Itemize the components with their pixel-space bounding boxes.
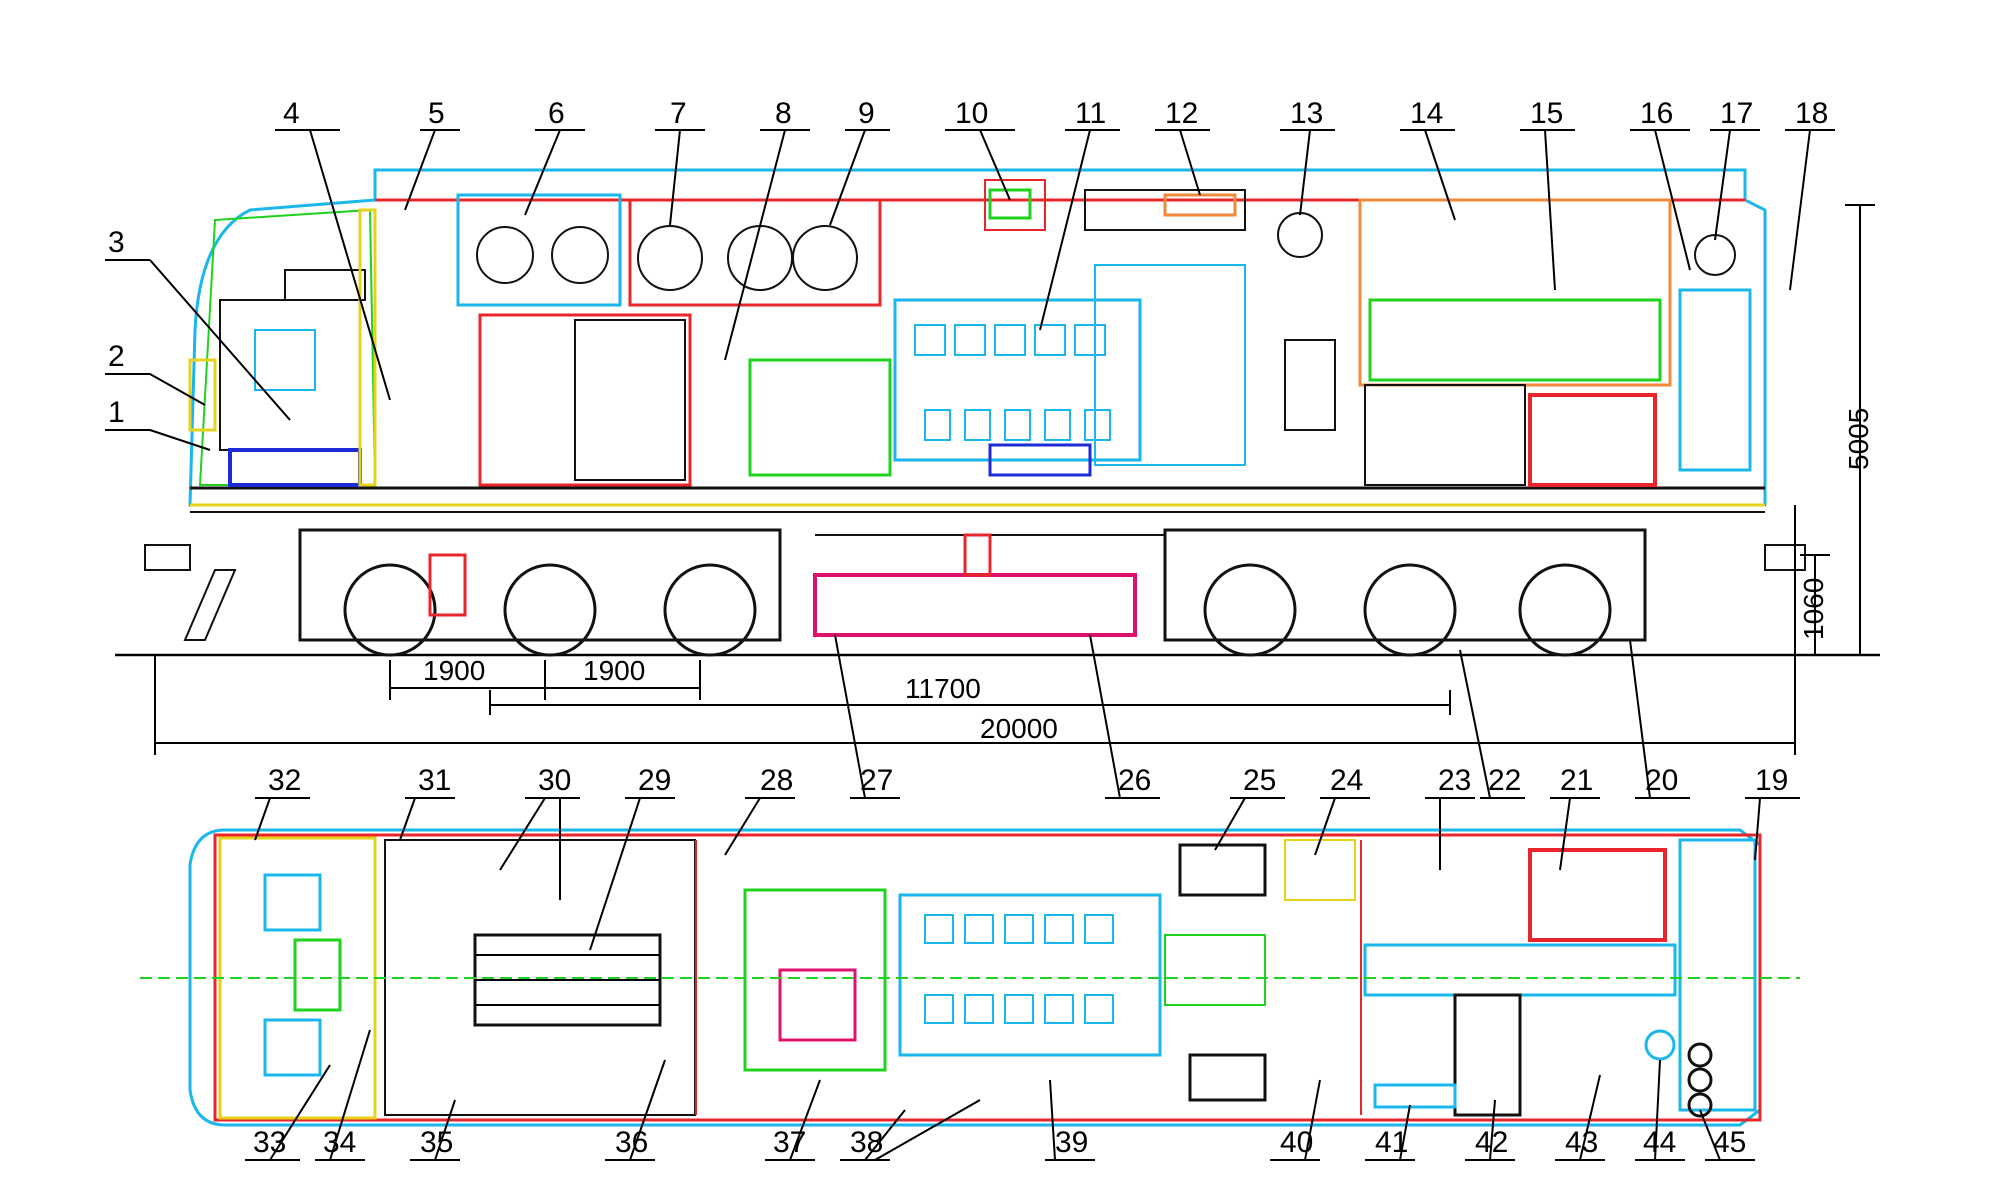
callout-16: 16 [1640, 97, 1673, 130]
callout-10: 10 [955, 97, 988, 130]
callout-5: 5 [428, 97, 445, 130]
cooling-radiator-block [1358, 198, 1672, 387]
callout-32: 32 [268, 764, 301, 797]
callout-28: 28 [760, 764, 793, 797]
fuel-tank [813, 573, 1137, 637]
callout-22: 22 [1488, 764, 1521, 797]
plan-diesel-engine [898, 893, 1162, 1057]
diesel-engine [893, 298, 1142, 462]
front-bogie [298, 528, 782, 657]
cab [188, 208, 377, 487]
rear-bogie [1163, 528, 1647, 657]
callout-11: 11 [1075, 97, 1106, 130]
callout-6: 6 [548, 97, 565, 130]
callout-30: 30 [538, 764, 571, 797]
compressor [1528, 393, 1657, 487]
callout-20: 20 [1645, 764, 1678, 797]
callout-25: 25 [1243, 764, 1276, 797]
side-view [115, 168, 1880, 657]
body-outline [188, 168, 1767, 507]
plan-compressor [1528, 848, 1667, 942]
callout-13: 13 [1290, 97, 1323, 130]
turbocharger-block [1094, 264, 1246, 466]
callout-8: 8 [775, 97, 792, 130]
callout-26: 26 [1118, 764, 1151, 797]
callout-31: 31 [418, 764, 451, 797]
callout-21: 21 [1560, 764, 1593, 797]
callout-44: 44 [1643, 1126, 1676, 1159]
callout-3: 3 [108, 226, 125, 259]
dim-length-total: 20000 [980, 713, 1058, 744]
callout-39: 39 [1055, 1126, 1088, 1159]
callout-9: 9 [858, 97, 875, 130]
dim-axle-2: 1900 [583, 655, 645, 686]
callouts-bottom: 33 34 35 36 37 38 39 40 41 42 43 44 45 [245, 1029, 1755, 1161]
plan-view [140, 828, 1800, 1127]
callout-24: 24 [1330, 764, 1363, 797]
dim-height: 5005 [1843, 408, 1874, 470]
dim-buffer-height: 1060 [1798, 578, 1829, 640]
plan-alternator [743, 888, 887, 1072]
plan-outline [188, 828, 1762, 1127]
callout-18: 18 [1795, 97, 1828, 130]
callout-45: 45 [1713, 1126, 1746, 1159]
callout-27: 27 [860, 764, 893, 797]
callout-7: 7 [670, 97, 687, 130]
dimension-lines: 1900 1900 11700 20000 5005 1060 [154, 204, 1875, 755]
callout-15: 15 [1530, 97, 1563, 130]
callout-23: 23 [1438, 764, 1471, 797]
cooling-fan-block [456, 193, 622, 307]
callout-2: 2 [108, 340, 125, 373]
callout-4: 4 [283, 97, 300, 130]
callout-1: 1 [108, 396, 125, 429]
callout-19: 19 [1755, 764, 1788, 797]
callout-17: 17 [1720, 97, 1753, 130]
callouts-top: 1 2 3 4 5 6 7 8 9 10 11 12 13 14 15 16 1… [105, 97, 1835, 451]
callout-12: 12 [1165, 97, 1198, 130]
callout-14: 14 [1410, 97, 1443, 130]
dim-bogie-centers: 11700 [905, 673, 981, 704]
callout-29: 29 [638, 764, 671, 797]
callouts-middle: 32 31 30 29 28 27 26 25 24 23 22 21 20 1… [254, 634, 1800, 951]
alternator [748, 358, 892, 477]
dim-axle-1: 1900 [423, 655, 485, 686]
electrical-cabinet [478, 313, 692, 487]
traction-blower-block [628, 198, 882, 307]
